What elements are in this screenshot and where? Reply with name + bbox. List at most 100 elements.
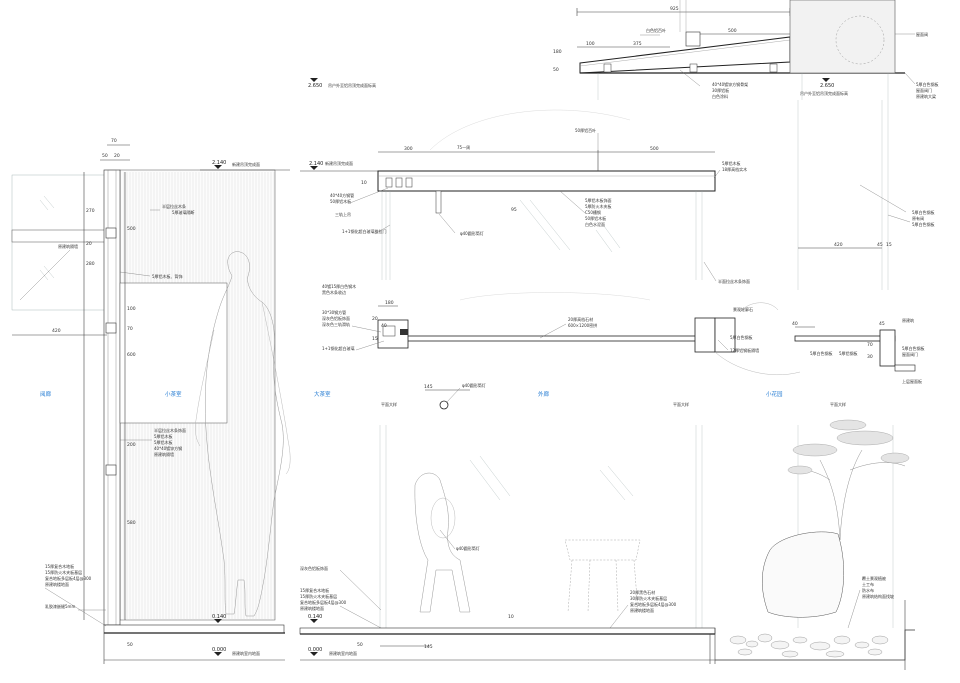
label-original-wall-top: 原建筑隔墙: [58, 243, 78, 249]
label-roof-valve-door: 屋面阀门: [916, 87, 932, 93]
label-veneer-5b: 5厚铝木板: [154, 439, 173, 445]
dim-70-mid: 70: [127, 326, 133, 332]
label-paint-gap: 乳胶漆嵌缝5mm: [45, 603, 75, 609]
label-board-50: 50厚铝木板: [330, 198, 351, 204]
label-channel-steel: C50槽钢: [585, 209, 601, 215]
level-0140-left: 0.140: [212, 614, 226, 620]
label-white-paint: 白色涂料: [712, 93, 728, 99]
label-louver-50: 50厚铝百叶: [575, 127, 596, 133]
dim-50-floor: 50: [357, 642, 363, 648]
room-corridor-left: 阅廊: [40, 390, 52, 398]
room-small-garden: 小花园: [766, 390, 783, 398]
label-white-steel-r1: 5厚白色钢板: [912, 209, 935, 215]
label-slat-finish: 半层拉丝木条饰面: [154, 427, 186, 433]
label-white-steel-top: 5厚白色钢板: [916, 81, 939, 87]
dim-280: 280: [86, 261, 95, 267]
dim-75-around: 75一周: [457, 144, 470, 150]
label-original-building: 原建筑: [902, 317, 914, 323]
ground-pebbles: [729, 633, 889, 658]
label-stone-20: 20厚高档石材: [568, 316, 593, 322]
level-0140-mid: 0.140: [308, 614, 322, 620]
dim-500-roof: 500: [728, 28, 737, 34]
label-grey-panel: 深灰色铝板饰面: [322, 315, 350, 321]
label-original-wall: 原建筑隔墙: [154, 451, 174, 457]
label-waterproof: 防水布: [862, 587, 874, 593]
label-original-floor: 原建筑楼地面: [45, 581, 69, 587]
left-elevation: 70 50 20 270 20 280 420 70 500 100 600 2…: [11, 138, 291, 664]
dim-70-top: 70: [111, 138, 117, 144]
dim-45-right: 45: [877, 242, 883, 248]
label-orig-floor-b: 原建筑楼地面: [630, 607, 654, 613]
label-stone-size: 600×1200密拼: [568, 322, 597, 328]
dim-925: 925: [670, 6, 679, 12]
dim-20-top: 20: [114, 153, 120, 159]
dim-30-right: 30: [867, 354, 873, 360]
room-outer-corridor: 外廊: [538, 390, 550, 398]
dim-180: 180: [553, 49, 562, 55]
label-white-steel-r2: 5厚白色钢板: [912, 221, 935, 227]
dim-300: 300: [404, 146, 413, 152]
level-note-mid-base: 原建筑室内地面: [329, 650, 357, 656]
level-0000-mid: 0.000: [308, 647, 322, 653]
dim-375: 375: [633, 41, 642, 47]
dim-70-right: 70: [867, 342, 873, 348]
label-grey-track: 深灰色三轨滑轨: [322, 321, 350, 327]
dim-10-ceiling: 10: [361, 180, 367, 186]
middle-section: 2.140 新建吊顶完成面 300 75一周 500 95 10 50厚铝百叶 …: [299, 109, 750, 664]
dim-40-right: 40: [792, 321, 798, 327]
label-wood-floor: 15厚复合木地板: [45, 563, 74, 569]
level-2650-right: 2.650: [820, 83, 834, 89]
room-big-tearoom: 大茶室: [314, 390, 331, 398]
label-downlight-bottom: φ40圆形筒灯: [456, 545, 480, 551]
label-fire-base-mid: 15厚防火木夹板基层: [300, 593, 337, 599]
dim-145-a: 145: [424, 384, 433, 390]
label-fire-base-30: 30厚防火木夹板基层: [630, 595, 667, 601]
level-note-left-top: 新建吊顶完成面: [232, 161, 260, 167]
label-geotextile: 土工布: [862, 581, 874, 587]
label-white-louver: 白色铝百叶: [646, 27, 666, 33]
caption-plan-detail-1: 平面大样: [381, 401, 397, 407]
label-white-steel-wood: 40镀15厚白色钢木: [322, 283, 356, 289]
label-landscape-stone: 景观轮廓石: [733, 306, 753, 312]
label-veneer-finish: 5厚铝木板饰面: [585, 197, 612, 203]
level-2650-left: 2.650: [308, 83, 322, 89]
dim-100: 100: [586, 41, 595, 47]
label-valve-door-r: 屋面阀门: [902, 351, 918, 357]
label-white-steel-r3: 5厚白色钢板: [730, 334, 753, 340]
dim-95: 95: [511, 207, 517, 213]
label-white-steel-r5: 5厚白色钢板: [902, 345, 925, 351]
dim-15-right: 15: [886, 242, 892, 248]
label-existing-valve: 原有阀: [912, 215, 924, 221]
label-original-beam: 原建筑大梁: [916, 93, 936, 99]
dim-50-bottom: 50: [127, 642, 133, 648]
label-fireproof-base: 15厚防火木夹板基层: [45, 569, 82, 575]
level-note-right: 吊户外至铝吊顶完成面标高: [800, 90, 848, 96]
dim-500-upper: 500: [127, 226, 136, 232]
label-steel-partition: 12厚铝钢板隔墙: [730, 347, 759, 353]
level-2140-left: 2.140: [212, 160, 226, 166]
dim-40-plan: 40: [381, 323, 387, 329]
dim-45-right-b: 45: [879, 321, 885, 327]
caption-plan-detail-2: 平面大样: [673, 401, 689, 407]
label-black-trim: 黑色木条收边: [322, 289, 346, 295]
label-slat-half: 半面拉丝木条饰面: [718, 278, 750, 284]
level-note-left: 吊户外至铝吊顶完成面标高: [328, 82, 376, 88]
dim-20-a: 20: [86, 241, 92, 247]
dim-145-b: 145: [424, 644, 433, 650]
label-black-stone: 20厚黑色石材: [630, 589, 655, 595]
label-three-track: 三轨上吊: [335, 211, 351, 217]
label-floor-multilayer: 复合地板多层板4层@300: [45, 575, 92, 581]
dim-50: 50: [553, 67, 559, 73]
caption-plan-detail-3: 平面大样: [830, 401, 846, 407]
dim-500-mid: 500: [650, 146, 659, 152]
dim-420: 420: [52, 328, 61, 334]
tree-illustration: [787, 419, 910, 541]
label-aluminium-board: 30厚铝板: [712, 87, 729, 93]
label-fire-plywood: 5厚防火木夹板: [585, 203, 612, 209]
label-steel-5: 5厚铝钢板: [839, 350, 858, 356]
dim-10-floor: 10: [508, 614, 514, 620]
label-steel-frame: 40*40镀锌方钢骨架: [712, 81, 748, 87]
dim-580: 580: [127, 520, 136, 526]
level-2140-mid: 2.140: [309, 161, 323, 167]
label-veneer-board: 5厚铝木板、背饰: [152, 273, 183, 279]
